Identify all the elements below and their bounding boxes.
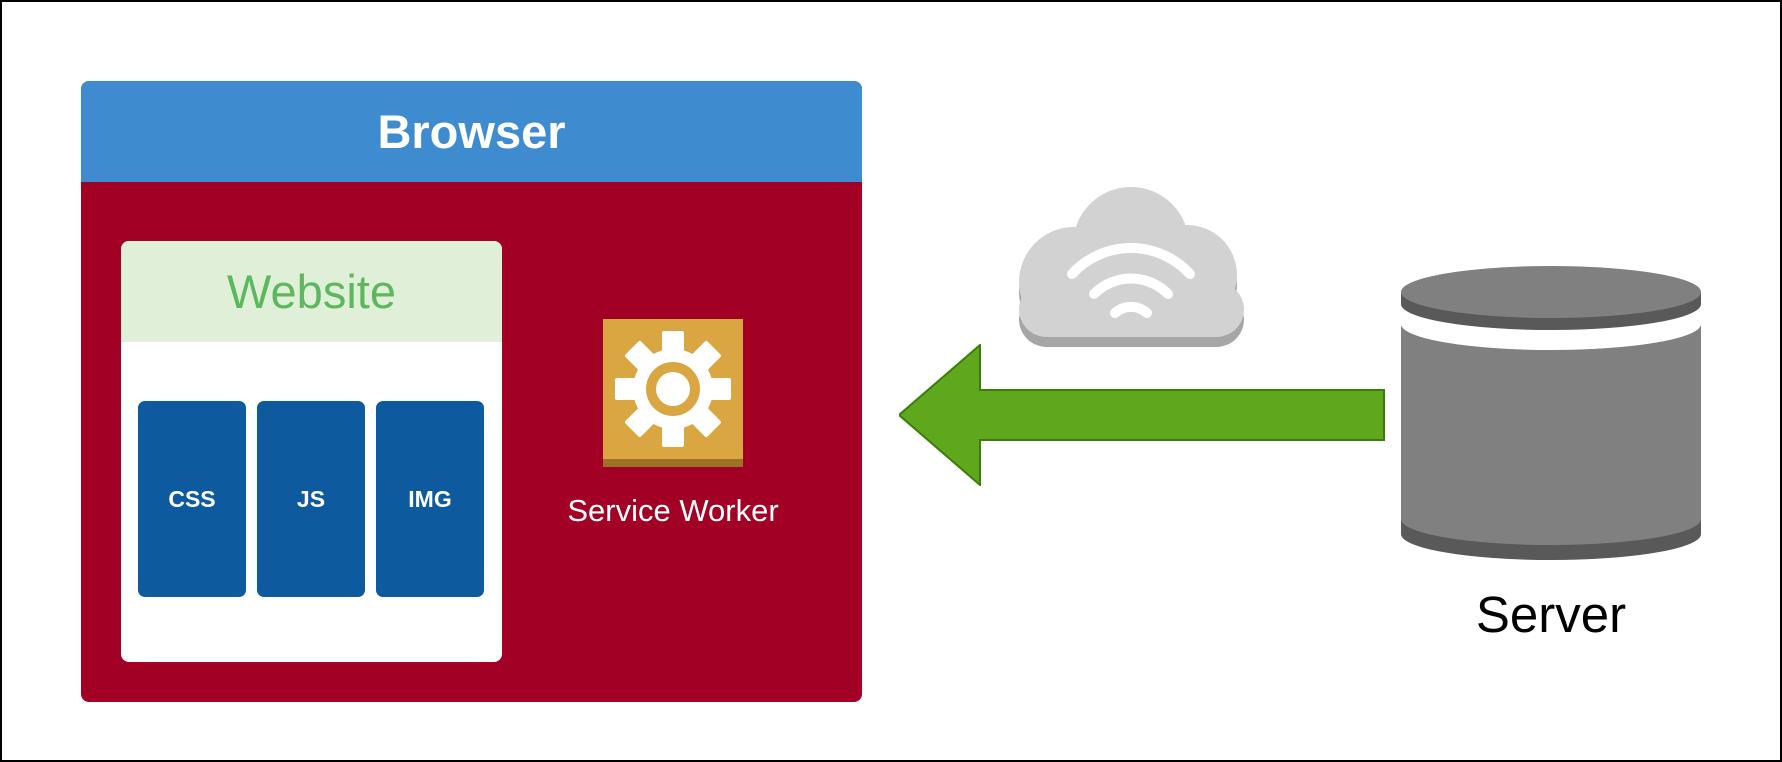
arrow-left-icon	[899, 344, 1385, 486]
asset-js: JS	[257, 401, 365, 597]
browser-title: Browser	[81, 81, 862, 182]
gear-icon	[603, 319, 743, 467]
service-worker-label: Service Worker	[567, 493, 779, 528]
asset-css: CSS	[138, 401, 246, 597]
database-cylinder-icon	[1401, 266, 1701, 560]
cloud-wifi-icon	[1019, 187, 1244, 347]
website-card: Website CSS JS IMG	[121, 241, 502, 662]
website-title: Website	[121, 241, 502, 342]
server-label: Server	[1475, 586, 1627, 643]
asset-img: IMG	[376, 401, 484, 597]
asset-list: CSS JS IMG	[138, 401, 484, 597]
browser-panel: Browser Website CSS JS IMG	[81, 81, 862, 702]
